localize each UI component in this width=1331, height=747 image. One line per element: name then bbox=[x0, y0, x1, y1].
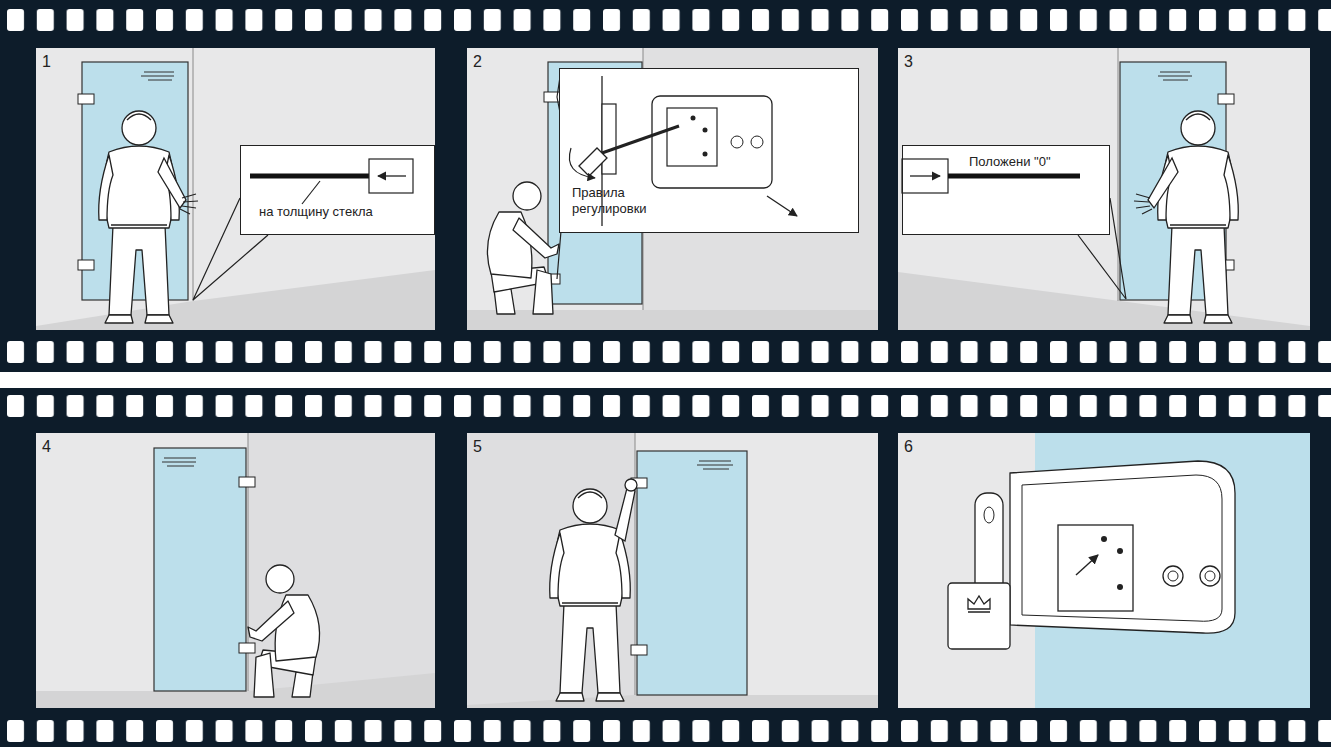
callout-detail bbox=[569, 76, 797, 226]
step-illustration bbox=[36, 433, 435, 708]
callout-text: на толщину стекла bbox=[259, 204, 429, 220]
glass-door bbox=[637, 451, 747, 695]
step-panel: 6 bbox=[898, 433, 1310, 708]
hinge bbox=[631, 645, 647, 655]
callout-box: Положени "0" bbox=[902, 145, 1110, 235]
cover-cap bbox=[948, 583, 1010, 649]
step-number: 1 bbox=[42, 52, 82, 71]
hinge bbox=[78, 94, 94, 104]
step-number: 6 bbox=[904, 437, 944, 456]
callout-text: Положени "0" bbox=[969, 154, 1105, 170]
person bbox=[99, 111, 180, 323]
callout-box: Правила регулировки bbox=[559, 68, 859, 233]
person bbox=[248, 565, 320, 697]
logo-symbol bbox=[968, 596, 990, 612]
hinge bbox=[1218, 94, 1234, 104]
step-number: 4 bbox=[42, 437, 82, 456]
step-panel: 2Правила регулировки bbox=[467, 48, 878, 330]
step-panel: 5 bbox=[467, 433, 878, 708]
step-number: 5 bbox=[473, 437, 513, 456]
adjustment-plate bbox=[1058, 525, 1133, 611]
person bbox=[1158, 111, 1239, 323]
hinge bbox=[78, 260, 94, 270]
glass-door bbox=[154, 448, 246, 691]
callout-detail bbox=[250, 159, 413, 204]
step-panel: 1 на толщину стекла bbox=[36, 48, 435, 330]
hinge bbox=[239, 643, 255, 653]
callout-text: Правила регулировки bbox=[572, 185, 672, 216]
step-panel: 3Положени "0" bbox=[898, 48, 1310, 330]
step-illustration bbox=[36, 48, 435, 330]
step-illustration bbox=[467, 433, 878, 708]
step-illustration bbox=[467, 48, 878, 330]
hinge bbox=[239, 477, 255, 487]
step-panel: 4 bbox=[36, 433, 435, 708]
step-illustration bbox=[898, 48, 1310, 330]
hinge-body bbox=[1010, 461, 1235, 633]
step-number: 2 bbox=[473, 52, 513, 71]
step-number: 3 bbox=[904, 52, 944, 71]
callout-box: на толщину стекла bbox=[240, 145, 435, 235]
person bbox=[487, 182, 559, 314]
callout-detail bbox=[902, 159, 1080, 193]
step-illustration bbox=[898, 433, 1310, 708]
